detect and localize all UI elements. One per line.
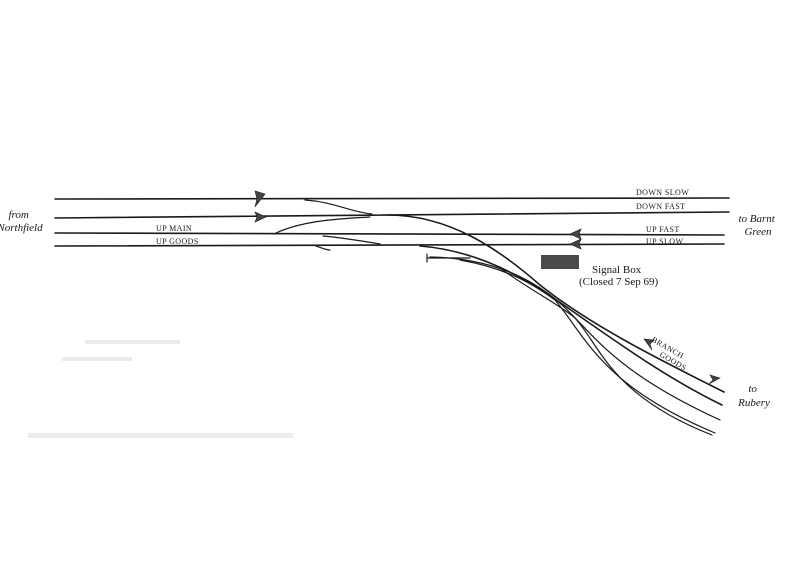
crossover-main-to-goods bbox=[322, 235, 381, 245]
signal-box-label: Signal Box bbox=[592, 264, 642, 276]
from-label: from bbox=[8, 209, 28, 221]
goods-arrow-icon bbox=[708, 374, 721, 385]
branch-line-lower bbox=[419, 245, 723, 406]
down-fast-arrow-icon bbox=[254, 211, 267, 223]
faint-bleed-through-1 bbox=[85, 340, 180, 344]
crossover-slow-to-fast bbox=[304, 199, 373, 215]
to-barnt-green-label: to Barnt Green bbox=[738, 213, 777, 238]
signal-box-icon bbox=[541, 255, 579, 269]
up-slow-arrow-icon bbox=[569, 238, 582, 250]
northfield-label: Northfield bbox=[0, 222, 43, 234]
green-label: Green bbox=[744, 226, 772, 238]
goods-stub bbox=[315, 245, 331, 251]
faint-bleed-through-2 bbox=[62, 357, 132, 361]
up-slow-label: UP SLOW bbox=[646, 237, 683, 246]
up-goods-label: UP GOODS bbox=[156, 237, 199, 246]
up-main-line bbox=[54, 232, 725, 236]
crossover-fast-to-main bbox=[275, 216, 371, 234]
down-slow-line bbox=[54, 197, 730, 200]
faint-bleed-through-3 bbox=[28, 433, 293, 438]
up-main-label: UP MAIN bbox=[156, 224, 192, 233]
up-fast-arrow-icon bbox=[569, 228, 582, 240]
up-goods-line bbox=[54, 243, 725, 247]
to-rubery-label: to Rubery bbox=[737, 383, 770, 409]
signal-box-closed-label: (Closed 7 Sep 69) bbox=[579, 276, 658, 288]
to-barnt-label: to Barnt bbox=[738, 213, 775, 225]
down-fast-label: DOWN FAST bbox=[636, 202, 685, 211]
branch-arrow-icon bbox=[643, 338, 655, 351]
rubery-label: Rubery bbox=[737, 397, 770, 409]
siding-curve-1 bbox=[429, 256, 721, 421]
up-fast-label: UP FAST bbox=[646, 225, 680, 234]
from-northfield-label: from Northfield bbox=[0, 209, 43, 234]
down-slow-arrow-icon bbox=[254, 190, 266, 208]
siding-curve-3 bbox=[499, 267, 713, 436]
to-label: to bbox=[748, 383, 757, 395]
branch-line-upper bbox=[387, 214, 725, 393]
down-slow-label: DOWN SLOW bbox=[636, 188, 689, 197]
